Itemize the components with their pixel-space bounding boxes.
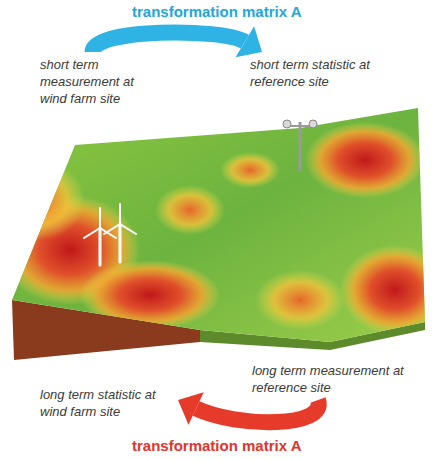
arrow-head — [236, 26, 262, 57]
text-node: long term measurement at reference site — [252, 362, 424, 396]
node-text: short term statistic at reference site — [250, 56, 418, 90]
edge-label: transformation matrix A — [129, 437, 304, 454]
node-text: long term statistic at wind farm site — [40, 386, 174, 420]
text-node: long term statistic at wind farm site — [40, 386, 174, 420]
edge-label: transformation matrix A — [129, 3, 304, 20]
text-node: short term measurement at wind farm site — [40, 56, 145, 107]
arrow-shaft — [93, 32, 245, 52]
arrow-shaft — [196, 400, 319, 422]
wind-turbine — [84, 204, 136, 265]
curved-arrow — [178, 392, 319, 425]
curved-arrow — [93, 26, 263, 57]
met-mast — [283, 120, 317, 172]
arrow-head — [178, 392, 204, 425]
node-text: short term measurement at wind farm site — [40, 56, 145, 107]
text-node: short term statistic at reference site — [250, 56, 418, 90]
node-text: long term measurement at reference site — [252, 362, 424, 396]
